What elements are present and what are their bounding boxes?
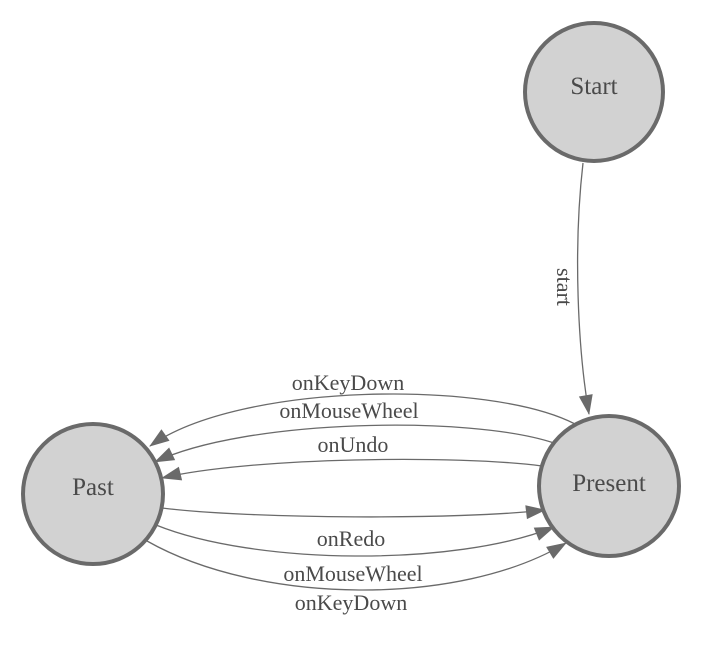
transition-label-onmousewheel-bottom: onMouseWheel xyxy=(283,561,422,586)
transition-present-past-onmousewheel[interactable] xyxy=(154,424,555,463)
transition-past-present-onredo[interactable] xyxy=(161,505,546,520)
transition-past-present-onmousewheel[interactable] xyxy=(155,524,555,557)
transition-edges xyxy=(146,162,593,591)
transition-label-start: start xyxy=(552,268,577,306)
state-circle-start[interactable] xyxy=(523,21,665,163)
state-node-present[interactable]: Present xyxy=(537,414,681,558)
transition-present-past-onundo[interactable] xyxy=(161,458,543,481)
state-label-past: Past xyxy=(72,474,114,501)
transition-label-onkeydown-top: onKeyDown xyxy=(292,370,404,395)
transition-label-onmousewheel-top: onMouseWheel xyxy=(279,398,418,423)
state-node-past[interactable]: Past xyxy=(21,422,165,566)
state-node-start[interactable]: Start xyxy=(523,21,665,163)
transition-present-past-onkeydown[interactable] xyxy=(149,393,576,447)
state-label-present: Present xyxy=(572,470,646,497)
transition-label-onundo: onUndo xyxy=(318,432,389,457)
transition-past-present-onkeydown[interactable] xyxy=(146,540,567,591)
transition-labels: start onKeyDown onMouseWheel onUndo onRe… xyxy=(279,268,577,615)
state-circle-past[interactable] xyxy=(21,422,165,566)
state-circle-present[interactable] xyxy=(537,414,681,558)
transition-label-onredo: onRedo xyxy=(317,526,385,551)
transition-label-onkeydown-bottom: onKeyDown xyxy=(295,590,407,615)
state-label-start: Start xyxy=(570,73,617,100)
transition-start-present[interactable] xyxy=(576,162,593,415)
